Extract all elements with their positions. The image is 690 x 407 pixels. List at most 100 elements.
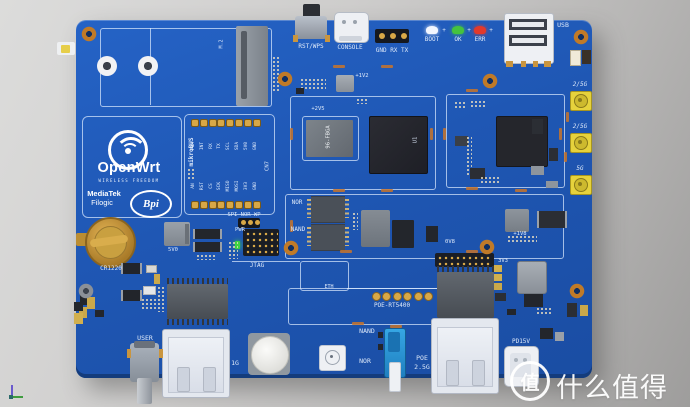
mikrobus-pad-top bbox=[217, 119, 226, 127]
jumper-pad-2 bbox=[248, 220, 253, 225]
silk-label: CONSOLE bbox=[337, 44, 363, 51]
err-led bbox=[474, 26, 486, 34]
jumper-pad-3 bbox=[255, 220, 260, 225]
nor-flash-chip bbox=[311, 196, 345, 223]
edge-led-lens bbox=[61, 45, 70, 53]
pad-cluster bbox=[196, 254, 216, 260]
nand-pins-r bbox=[345, 227, 349, 246]
silk-label: PD15V bbox=[511, 338, 531, 345]
mikrobus-pad-bottom bbox=[199, 201, 208, 209]
smd-part bbox=[555, 332, 564, 341]
mikrobus-pin-label: SCL bbox=[225, 141, 231, 151]
silk-designator bbox=[381, 65, 393, 68]
silk-label: + bbox=[442, 27, 446, 34]
mikrobus-pin-label: PWM bbox=[190, 141, 196, 151]
mikrobus-pad-top bbox=[191, 119, 199, 127]
usb-a-pin-3 bbox=[533, 61, 538, 67]
silk-label: JTAG bbox=[249, 262, 265, 269]
mikrobus-pin-label: GND bbox=[252, 181, 258, 191]
silk-label: + bbox=[467, 27, 471, 34]
boot-switch-lever bbox=[389, 362, 401, 392]
mikrobus-pad-bottom bbox=[191, 201, 199, 209]
usb-a-pin-2 bbox=[521, 61, 526, 67]
mikrobus-pin-label: 5V0 bbox=[243, 141, 249, 151]
ufl-antenna-pin-2 bbox=[578, 182, 582, 186]
smd-part bbox=[507, 309, 516, 315]
jtag-pins bbox=[245, 231, 278, 254]
boot-switch-track bbox=[388, 332, 400, 352]
nand-flash-chip bbox=[311, 224, 345, 251]
watermark-badge-char: 值 bbox=[520, 372, 540, 394]
mikrobus-pad-top bbox=[243, 119, 252, 127]
magnetics1-body bbox=[167, 284, 228, 319]
magnetics1-pins-bottom bbox=[167, 319, 228, 325]
pmic-chip bbox=[392, 220, 414, 248]
smd-part bbox=[531, 166, 544, 175]
nand-pins-l bbox=[307, 227, 311, 246]
axis-gizmo bbox=[8, 385, 24, 400]
pad-cluster bbox=[300, 78, 326, 90]
qfn-chip bbox=[361, 210, 390, 247]
silk-designator bbox=[390, 325, 402, 328]
console-pin-2 bbox=[353, 20, 357, 24]
smd-part bbox=[426, 226, 438, 242]
pad-cluster bbox=[466, 136, 472, 176]
mikrobus-pad-top bbox=[208, 119, 217, 127]
logo-dot bbox=[125, 148, 131, 154]
openwrt-tagline: WIRELESS FREEDOM bbox=[98, 178, 160, 183]
usb-a-pin-4 bbox=[544, 61, 551, 67]
smd-resistor bbox=[146, 265, 157, 273]
capacitor-top bbox=[251, 336, 289, 374]
reset-button-pin-l bbox=[293, 35, 298, 42]
silk-label: PWR bbox=[235, 227, 245, 233]
poe-header-pins bbox=[437, 255, 492, 266]
smd-cap bbox=[580, 305, 588, 316]
watermark-text: 什么值得买 bbox=[556, 373, 668, 403]
silk-label: USB bbox=[557, 21, 569, 29]
mikrobus-pin-label: INT bbox=[199, 141, 205, 151]
silk-label: U1 bbox=[412, 136, 419, 144]
pd15v-pin-1 bbox=[514, 358, 518, 362]
smd-cap bbox=[87, 297, 95, 309]
silk-designator bbox=[333, 65, 345, 68]
soc-chip-u1 bbox=[369, 116, 428, 174]
openwrt-logo-icon bbox=[108, 130, 148, 170]
silk-designator bbox=[290, 128, 293, 140]
user-button-shaft bbox=[137, 378, 152, 404]
usb-a-pin-1 bbox=[506, 61, 513, 67]
vendor-filogic: Filogic bbox=[91, 198, 113, 207]
silk-label: SPI NOR WP bbox=[227, 212, 261, 218]
smd-ic bbox=[121, 263, 142, 274]
buzzer-ring bbox=[325, 350, 340, 365]
ufl-antenna-pin-0 bbox=[578, 98, 582, 102]
mikrobus-pin-label: TX bbox=[217, 143, 223, 149]
smd-cap bbox=[74, 313, 83, 324]
soic-chip bbox=[537, 211, 567, 228]
poe-module-pad bbox=[392, 292, 402, 301]
silk-label: CN7 bbox=[264, 161, 271, 171]
rj45-poe-latch-1 bbox=[446, 360, 459, 386]
smd-cap bbox=[493, 274, 502, 281]
boot-switch-pin bbox=[378, 332, 383, 338]
smd-ic bbox=[524, 294, 543, 307]
jumper-pad-1 bbox=[241, 220, 246, 225]
cpu-zone-outline bbox=[290, 96, 436, 190]
logo-arc-inner bbox=[121, 143, 139, 161]
silk-designator bbox=[566, 112, 569, 122]
mikrobus-pin-label: CS bbox=[208, 183, 214, 189]
mounting-hole bbox=[283, 240, 299, 256]
usb-a-tongue-2 bbox=[512, 38, 544, 43]
jtag-side-pads bbox=[228, 241, 238, 259]
silk-label: CR1220 bbox=[100, 265, 122, 272]
smd-part bbox=[549, 148, 558, 161]
mounting-hole bbox=[81, 26, 97, 42]
silk-label: + bbox=[489, 27, 493, 34]
silk-label: USER bbox=[137, 334, 153, 342]
mikrobus-pad-bottom bbox=[243, 201, 252, 209]
uart-pin-gnd bbox=[379, 33, 385, 39]
silk-designator bbox=[352, 322, 364, 325]
mikrobus-pad-bottom bbox=[208, 201, 217, 209]
regulator-module bbox=[336, 75, 354, 92]
rj45-1g-latch-1 bbox=[177, 367, 190, 392]
